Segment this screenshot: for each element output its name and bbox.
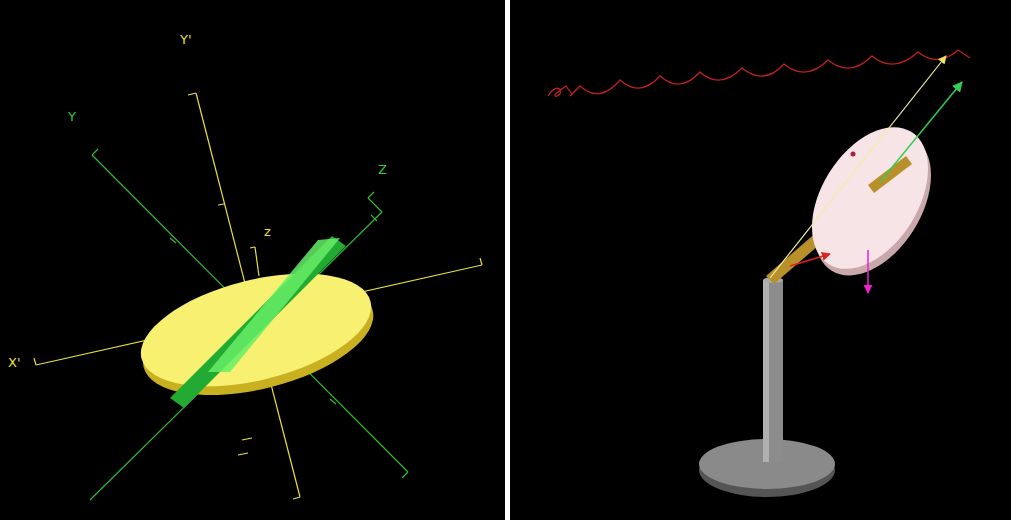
axis-label: Y bbox=[68, 110, 76, 123]
spin-vector bbox=[880, 82, 962, 182]
right-panel bbox=[510, 0, 1011, 520]
stand-post bbox=[763, 280, 783, 462]
axis-label: Z bbox=[378, 163, 387, 176]
rod-highlight bbox=[208, 238, 340, 372]
gyro-disk bbox=[786, 106, 957, 296]
axis-label: X' bbox=[8, 356, 20, 369]
rod bbox=[170, 236, 346, 408]
nutation-trace bbox=[548, 50, 970, 96]
torque-vector bbox=[790, 254, 830, 266]
angular-momentum-vector bbox=[770, 56, 946, 278]
left-panel bbox=[0, 0, 505, 520]
stand-post-light bbox=[763, 280, 769, 462]
gravity-vector bbox=[867, 250, 869, 293]
space-axes bbox=[34, 93, 482, 499]
axis-label: Y' bbox=[180, 33, 192, 46]
axis-label: z bbox=[264, 225, 271, 238]
body-axes bbox=[90, 149, 408, 500]
